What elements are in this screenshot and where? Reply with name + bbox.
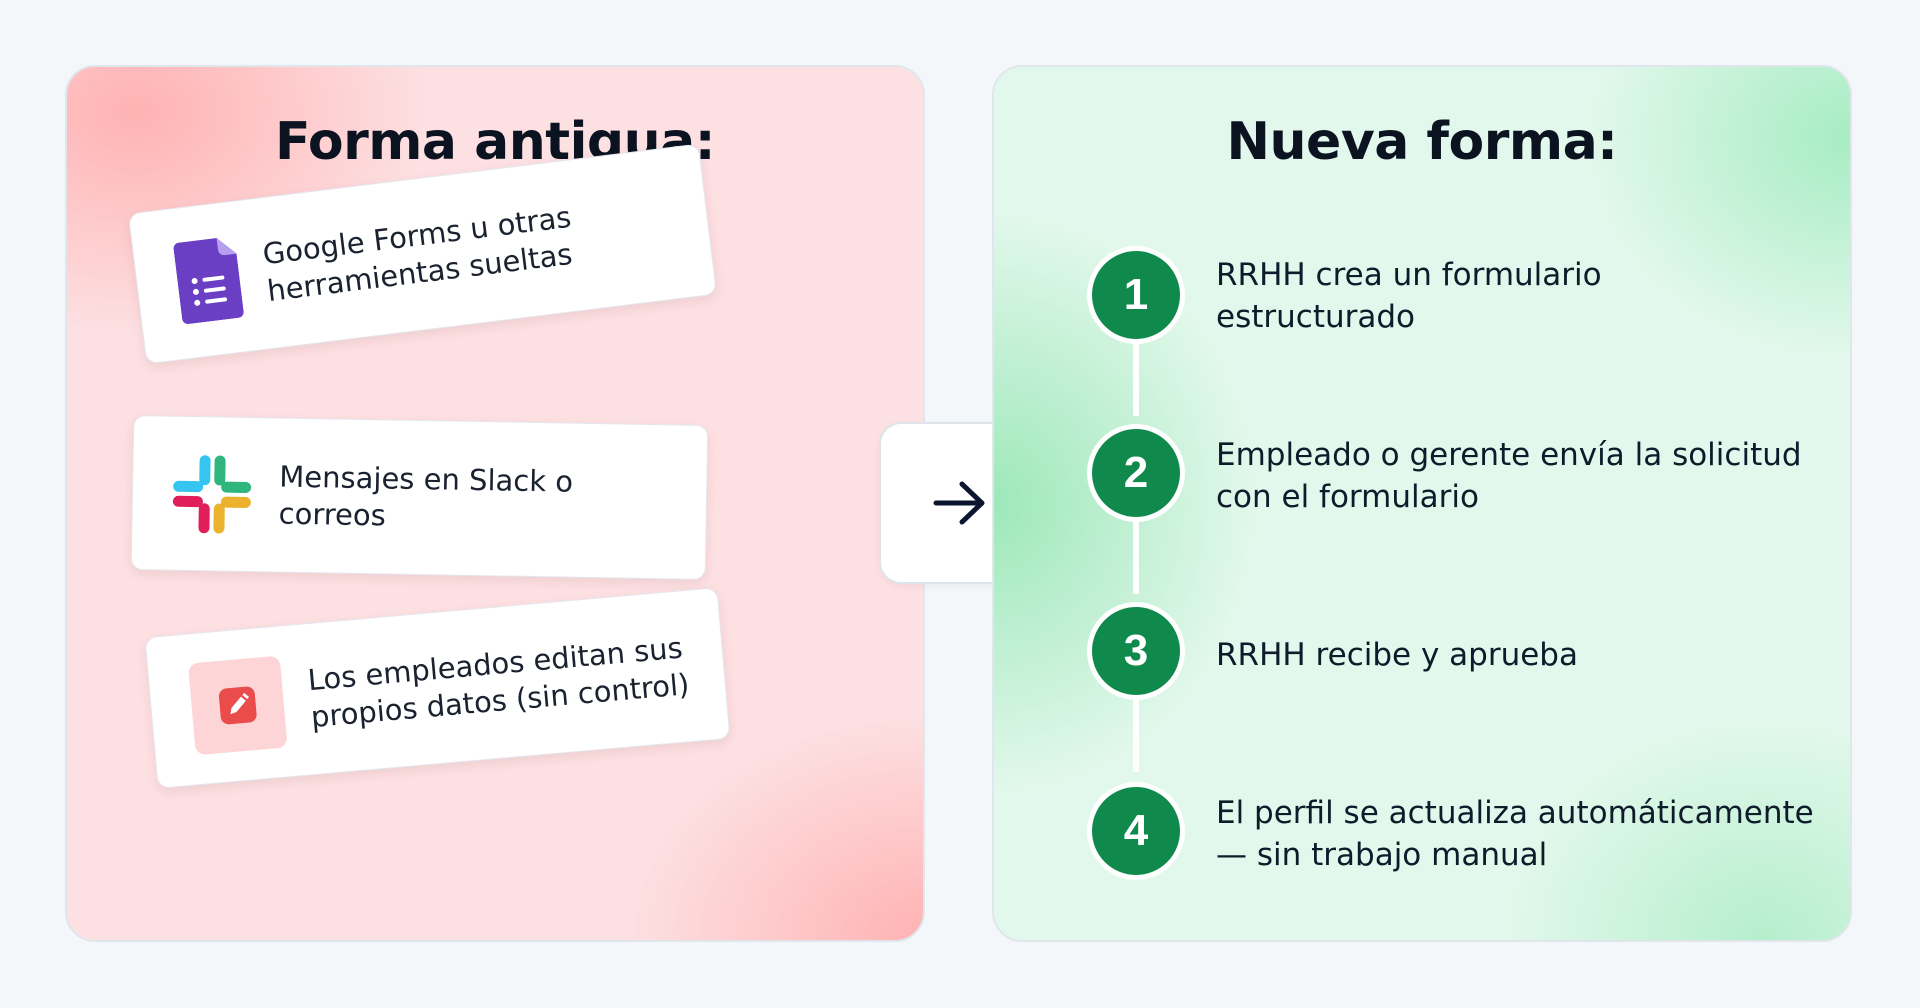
step-text-2: Empleado o gerente envía la solicitud co… xyxy=(1216,437,1802,515)
step-connector xyxy=(1133,518,1139,594)
new-way-title: Nueva forma: xyxy=(1226,112,1618,172)
step-connector xyxy=(1133,696,1139,772)
old-way-title: Forma antigua: xyxy=(274,112,716,172)
edit-icon xyxy=(218,686,257,725)
step-text-1: RRHH crea un formulario estructurado xyxy=(1216,257,1602,335)
step-number-3: 3 xyxy=(1087,602,1185,700)
step-text-4: El perfil se actualiza automáticamente —… xyxy=(1216,795,1814,873)
step-connector xyxy=(1133,340,1139,416)
old-way-card-google-forms: Google Forms u otras herramientas suelta… xyxy=(127,143,718,365)
step-number-2: 2 xyxy=(1087,424,1185,522)
step-text-3: RRHH recibe y aprueba xyxy=(1216,637,1578,673)
slack-icon xyxy=(172,454,252,534)
old-way-item-text: Google Forms u otras herramientas suelta… xyxy=(260,199,575,309)
old-way-item-text: Mensajes en Slack o correos xyxy=(278,459,574,532)
step-number-4: 4 xyxy=(1087,782,1185,880)
google-forms-icon xyxy=(173,237,244,325)
arrow-right-icon xyxy=(933,481,985,525)
old-way-card-self-edit: Los empleados editan sus propios datos (… xyxy=(144,587,731,789)
edit-icon-tile xyxy=(187,655,288,756)
step-number-1: 1 xyxy=(1087,246,1185,344)
old-way-card-slack: Mensajes en Slack o correos xyxy=(130,414,709,581)
old-way-item-text: Los empleados editan sus propios datos (… xyxy=(306,630,691,735)
